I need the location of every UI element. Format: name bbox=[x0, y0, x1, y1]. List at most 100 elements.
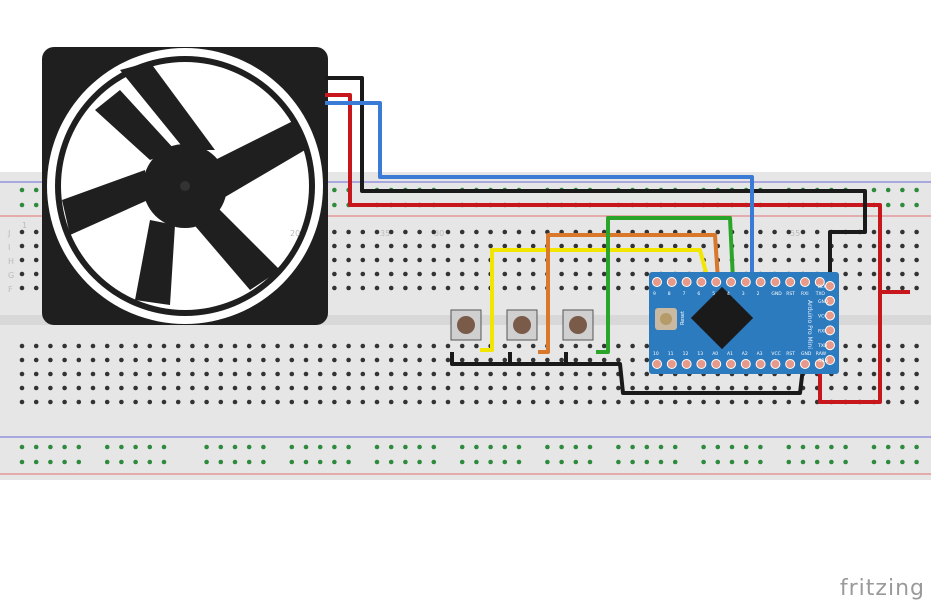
pin[interactable] bbox=[825, 355, 835, 365]
rail-hole bbox=[800, 459, 806, 465]
pin[interactable] bbox=[666, 359, 677, 369]
hole bbox=[374, 229, 380, 235]
hole bbox=[445, 343, 451, 349]
wire-green[interactable] bbox=[596, 216, 735, 354]
rail-hole bbox=[388, 444, 394, 450]
hole bbox=[275, 357, 280, 363]
pin[interactable] bbox=[652, 277, 662, 287]
rail-hole bbox=[19, 187, 25, 193]
hole bbox=[104, 399, 110, 405]
pin[interactable] bbox=[740, 277, 751, 287]
wire-blue[interactable] bbox=[325, 101, 754, 284]
hole bbox=[147, 357, 153, 363]
pin[interactable] bbox=[696, 359, 707, 369]
pin[interactable] bbox=[785, 277, 796, 287]
pin[interactable] bbox=[800, 359, 810, 369]
hole bbox=[914, 385, 919, 391]
wire-yellow[interactable] bbox=[480, 248, 710, 352]
hole bbox=[303, 357, 309, 363]
hole bbox=[346, 285, 351, 291]
pin[interactable] bbox=[755, 277, 766, 287]
rail-hole bbox=[374, 459, 380, 465]
board-name: Arduino Pro Mini bbox=[806, 300, 813, 349]
hole bbox=[587, 257, 593, 263]
pin[interactable] bbox=[770, 359, 781, 369]
wire-black-ground[interactable] bbox=[450, 352, 805, 395]
pin[interactable] bbox=[825, 340, 835, 351]
hole bbox=[885, 343, 891, 349]
pin[interactable] bbox=[825, 310, 835, 321]
hole bbox=[516, 243, 522, 249]
rail-hole bbox=[885, 202, 891, 208]
breadboard-labels: J I H G F 1 20 35 30 55 bbox=[7, 221, 800, 294]
rail-hole bbox=[147, 444, 153, 450]
pin[interactable] bbox=[681, 359, 692, 369]
rail-hole bbox=[33, 444, 39, 450]
wire-black[interactable] bbox=[325, 76, 867, 298]
pin[interactable] bbox=[825, 295, 835, 306]
push-button-3[interactable] bbox=[562, 309, 594, 341]
hole bbox=[559, 399, 564, 405]
hole bbox=[33, 399, 39, 405]
hole bbox=[914, 285, 919, 291]
pin[interactable] bbox=[740, 359, 751, 369]
hole bbox=[616, 343, 621, 349]
pin[interactable] bbox=[785, 359, 796, 369]
rail-hole bbox=[232, 444, 238, 450]
pin[interactable] bbox=[681, 277, 692, 287]
pin[interactable] bbox=[726, 359, 736, 369]
push-button-1[interactable] bbox=[450, 309, 482, 341]
hole bbox=[587, 271, 593, 277]
pin[interactable] bbox=[825, 325, 835, 336]
hole bbox=[630, 357, 635, 363]
rail-hole bbox=[62, 459, 67, 465]
hole bbox=[530, 229, 536, 235]
wire-orange[interactable] bbox=[538, 233, 720, 354]
rail-hole bbox=[317, 444, 323, 450]
pin[interactable] bbox=[726, 277, 736, 287]
hole bbox=[885, 243, 891, 249]
hole bbox=[346, 399, 351, 405]
hole bbox=[474, 385, 479, 391]
pin[interactable] bbox=[711, 359, 722, 369]
hole bbox=[687, 257, 692, 263]
rail-hole bbox=[587, 444, 593, 450]
rail-hole bbox=[474, 444, 479, 450]
pin[interactable] bbox=[800, 277, 810, 287]
wire-red[interactable] bbox=[325, 93, 882, 404]
hole bbox=[360, 343, 366, 349]
hole bbox=[672, 399, 678, 405]
hole bbox=[445, 271, 451, 277]
pin[interactable] bbox=[814, 277, 825, 287]
pin[interactable] bbox=[666, 277, 677, 287]
push-button-2[interactable] bbox=[506, 309, 538, 341]
hole bbox=[332, 357, 337, 363]
hole bbox=[360, 385, 366, 391]
pin[interactable] bbox=[825, 281, 835, 291]
hole bbox=[530, 271, 536, 277]
rail-hole bbox=[133, 459, 138, 465]
rail-hole bbox=[76, 459, 82, 465]
pin[interactable] bbox=[652, 359, 662, 369]
rail-hole bbox=[62, 444, 67, 450]
hole bbox=[346, 229, 351, 235]
hole bbox=[459, 271, 465, 277]
hole bbox=[218, 385, 224, 391]
hole bbox=[388, 243, 394, 249]
hole bbox=[403, 271, 408, 277]
rail-hole bbox=[332, 459, 337, 465]
hole bbox=[843, 343, 848, 349]
pin[interactable] bbox=[770, 277, 781, 287]
hole bbox=[48, 399, 53, 405]
pin[interactable] bbox=[814, 359, 825, 369]
hole bbox=[48, 385, 53, 391]
hole bbox=[772, 399, 777, 405]
rail-hole bbox=[871, 187, 877, 193]
pin[interactable] bbox=[755, 359, 766, 369]
hole bbox=[900, 399, 905, 405]
rail-hole bbox=[459, 459, 465, 465]
pin[interactable] bbox=[711, 277, 722, 287]
pin[interactable] bbox=[696, 277, 707, 287]
hole bbox=[545, 399, 550, 405]
